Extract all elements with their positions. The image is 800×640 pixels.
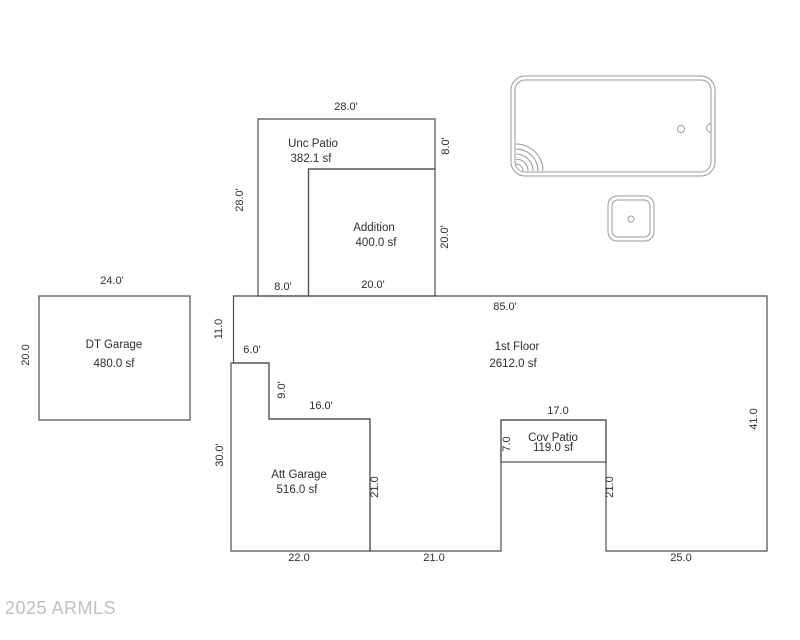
dim-cov-patio-left: 7.0 bbox=[501, 436, 513, 451]
area-label-first-floor: 2612.0 sf bbox=[489, 358, 537, 370]
dim-att-garage-top: 16.0' bbox=[309, 400, 333, 412]
dim-unc-patio-right: 8.0' bbox=[440, 137, 452, 154]
dim-bottom-right: 25.0 bbox=[670, 552, 691, 564]
dim-addition-bottom: 20.0' bbox=[361, 279, 385, 291]
area-label-att-garage: 516.0 sf bbox=[277, 484, 319, 496]
pool-inner-edge bbox=[514, 79, 712, 173]
dim-bottom-middle: 21.0 bbox=[423, 552, 444, 564]
area-label-addition: 400.0 sf bbox=[356, 237, 398, 249]
dim-unc-patio-left: 28.0' bbox=[234, 188, 246, 212]
area-label-cov-patio: 119.0 sf bbox=[533, 442, 574, 454]
dim-first-floor-step: 6.0' bbox=[243, 344, 260, 356]
room-label-addition: Addition bbox=[353, 222, 395, 234]
dim-addition-right: 20.0' bbox=[439, 225, 451, 249]
dim-first-floor-left: 11.0 bbox=[213, 319, 225, 340]
pool-light-icon bbox=[677, 125, 685, 133]
dim-unc-patio-top: 28.0' bbox=[334, 101, 358, 113]
dim-dt-garage-left: 20.0 bbox=[20, 344, 32, 365]
area-label-unc-patio: 382.1 sf bbox=[291, 153, 333, 165]
unc-patio-outline bbox=[257, 118, 436, 297]
cov-patio-outline bbox=[500, 419, 607, 463]
room-label-dt-garage: DT Garage bbox=[86, 339, 143, 351]
pool-outer-edge bbox=[510, 75, 716, 177]
att-garage-outline bbox=[230, 362, 371, 552]
spa-outer-edge bbox=[607, 195, 655, 242]
dt-garage-outline bbox=[38, 295, 191, 421]
first-floor-outline bbox=[232, 295, 768, 552]
spa-shape bbox=[607, 195, 655, 242]
room-label-cov-patio: Cov Patio bbox=[528, 432, 578, 444]
pool-steps-arcs bbox=[515, 143, 544, 172]
dim-att-garage-step: 9.0' bbox=[276, 381, 288, 398]
dim-first-floor-right: 41.0 bbox=[748, 408, 760, 429]
dim-cov-patio-top: 17.0 bbox=[547, 405, 568, 417]
area-label-dt-garage: 480.0 sf bbox=[94, 358, 136, 370]
dim-bottom-att-garage: 22.0 bbox=[288, 552, 309, 564]
room-label-unc-patio: Unc Patio bbox=[288, 138, 338, 150]
dim-unc-patio-bottom: 8.0' bbox=[274, 281, 291, 293]
spa-inner-edge bbox=[611, 199, 651, 238]
room-label-att-garage: Att Garage bbox=[271, 469, 327, 481]
spa-jet-icon bbox=[627, 215, 635, 223]
dim-att-garage-right: 21.0 bbox=[369, 476, 381, 497]
dim-att-garage-left: 30.0' bbox=[214, 443, 226, 467]
pool-skimmer-icon bbox=[706, 123, 712, 133]
armls-watermark: 2025 ARMLS bbox=[5, 598, 116, 618]
dim-cov-patio-right: 21.0 bbox=[604, 476, 616, 497]
room-label-first-floor: 1st Floor bbox=[495, 341, 540, 353]
pool-shape bbox=[510, 75, 716, 177]
dim-dt-garage-top: 24.0' bbox=[100, 275, 124, 287]
dim-first-floor-top: 85.0' bbox=[493, 301, 517, 313]
